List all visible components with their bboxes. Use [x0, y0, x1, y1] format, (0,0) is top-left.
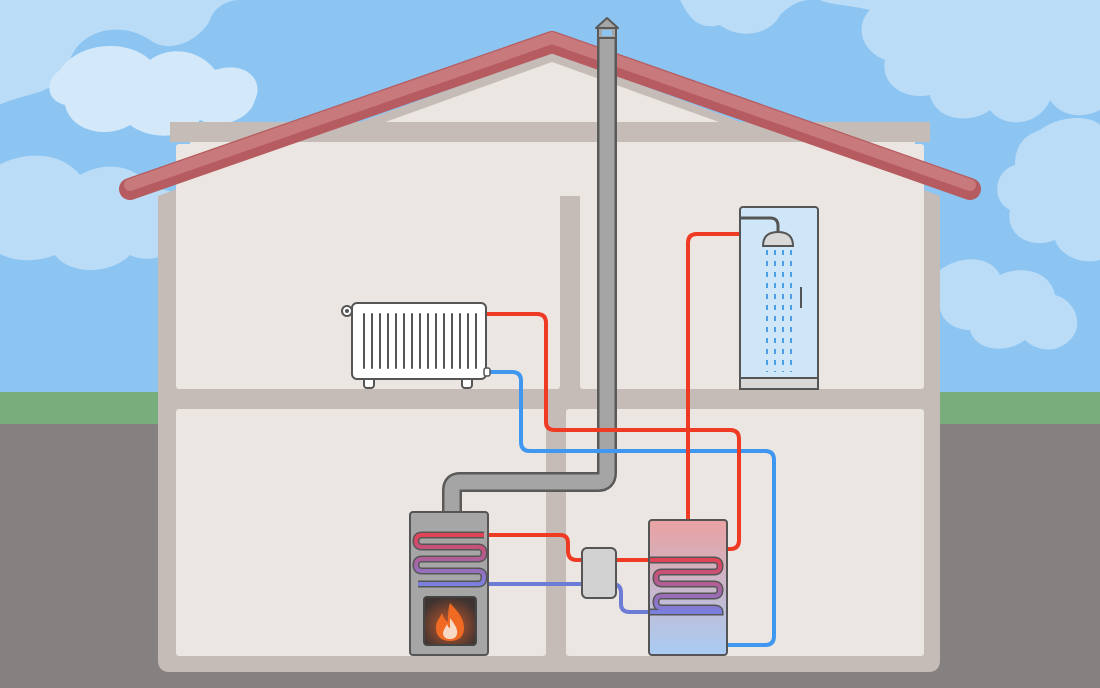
room-lower-left	[176, 409, 546, 656]
stove-supply-pipe	[484, 533, 650, 562]
roof	[119, 31, 981, 200]
clouds	[0, 0, 1100, 350]
radiator-supply-pipe	[486, 312, 741, 551]
shower-icon	[739, 206, 819, 390]
room-lower-right	[566, 409, 924, 656]
stove-icon	[409, 511, 489, 656]
hot-water-tank-icon	[648, 519, 728, 656]
chimney-icon	[442, 17, 619, 512]
radiator-return-pipe	[488, 370, 776, 647]
radiator-icon	[341, 302, 491, 389]
mixing-valve-icon	[581, 547, 617, 599]
water-drops	[766, 250, 792, 372]
flame-icon	[436, 603, 464, 641]
shower-supply-pipe	[686, 232, 740, 520]
attic-floor	[170, 122, 930, 142]
shower-head	[761, 230, 795, 247]
